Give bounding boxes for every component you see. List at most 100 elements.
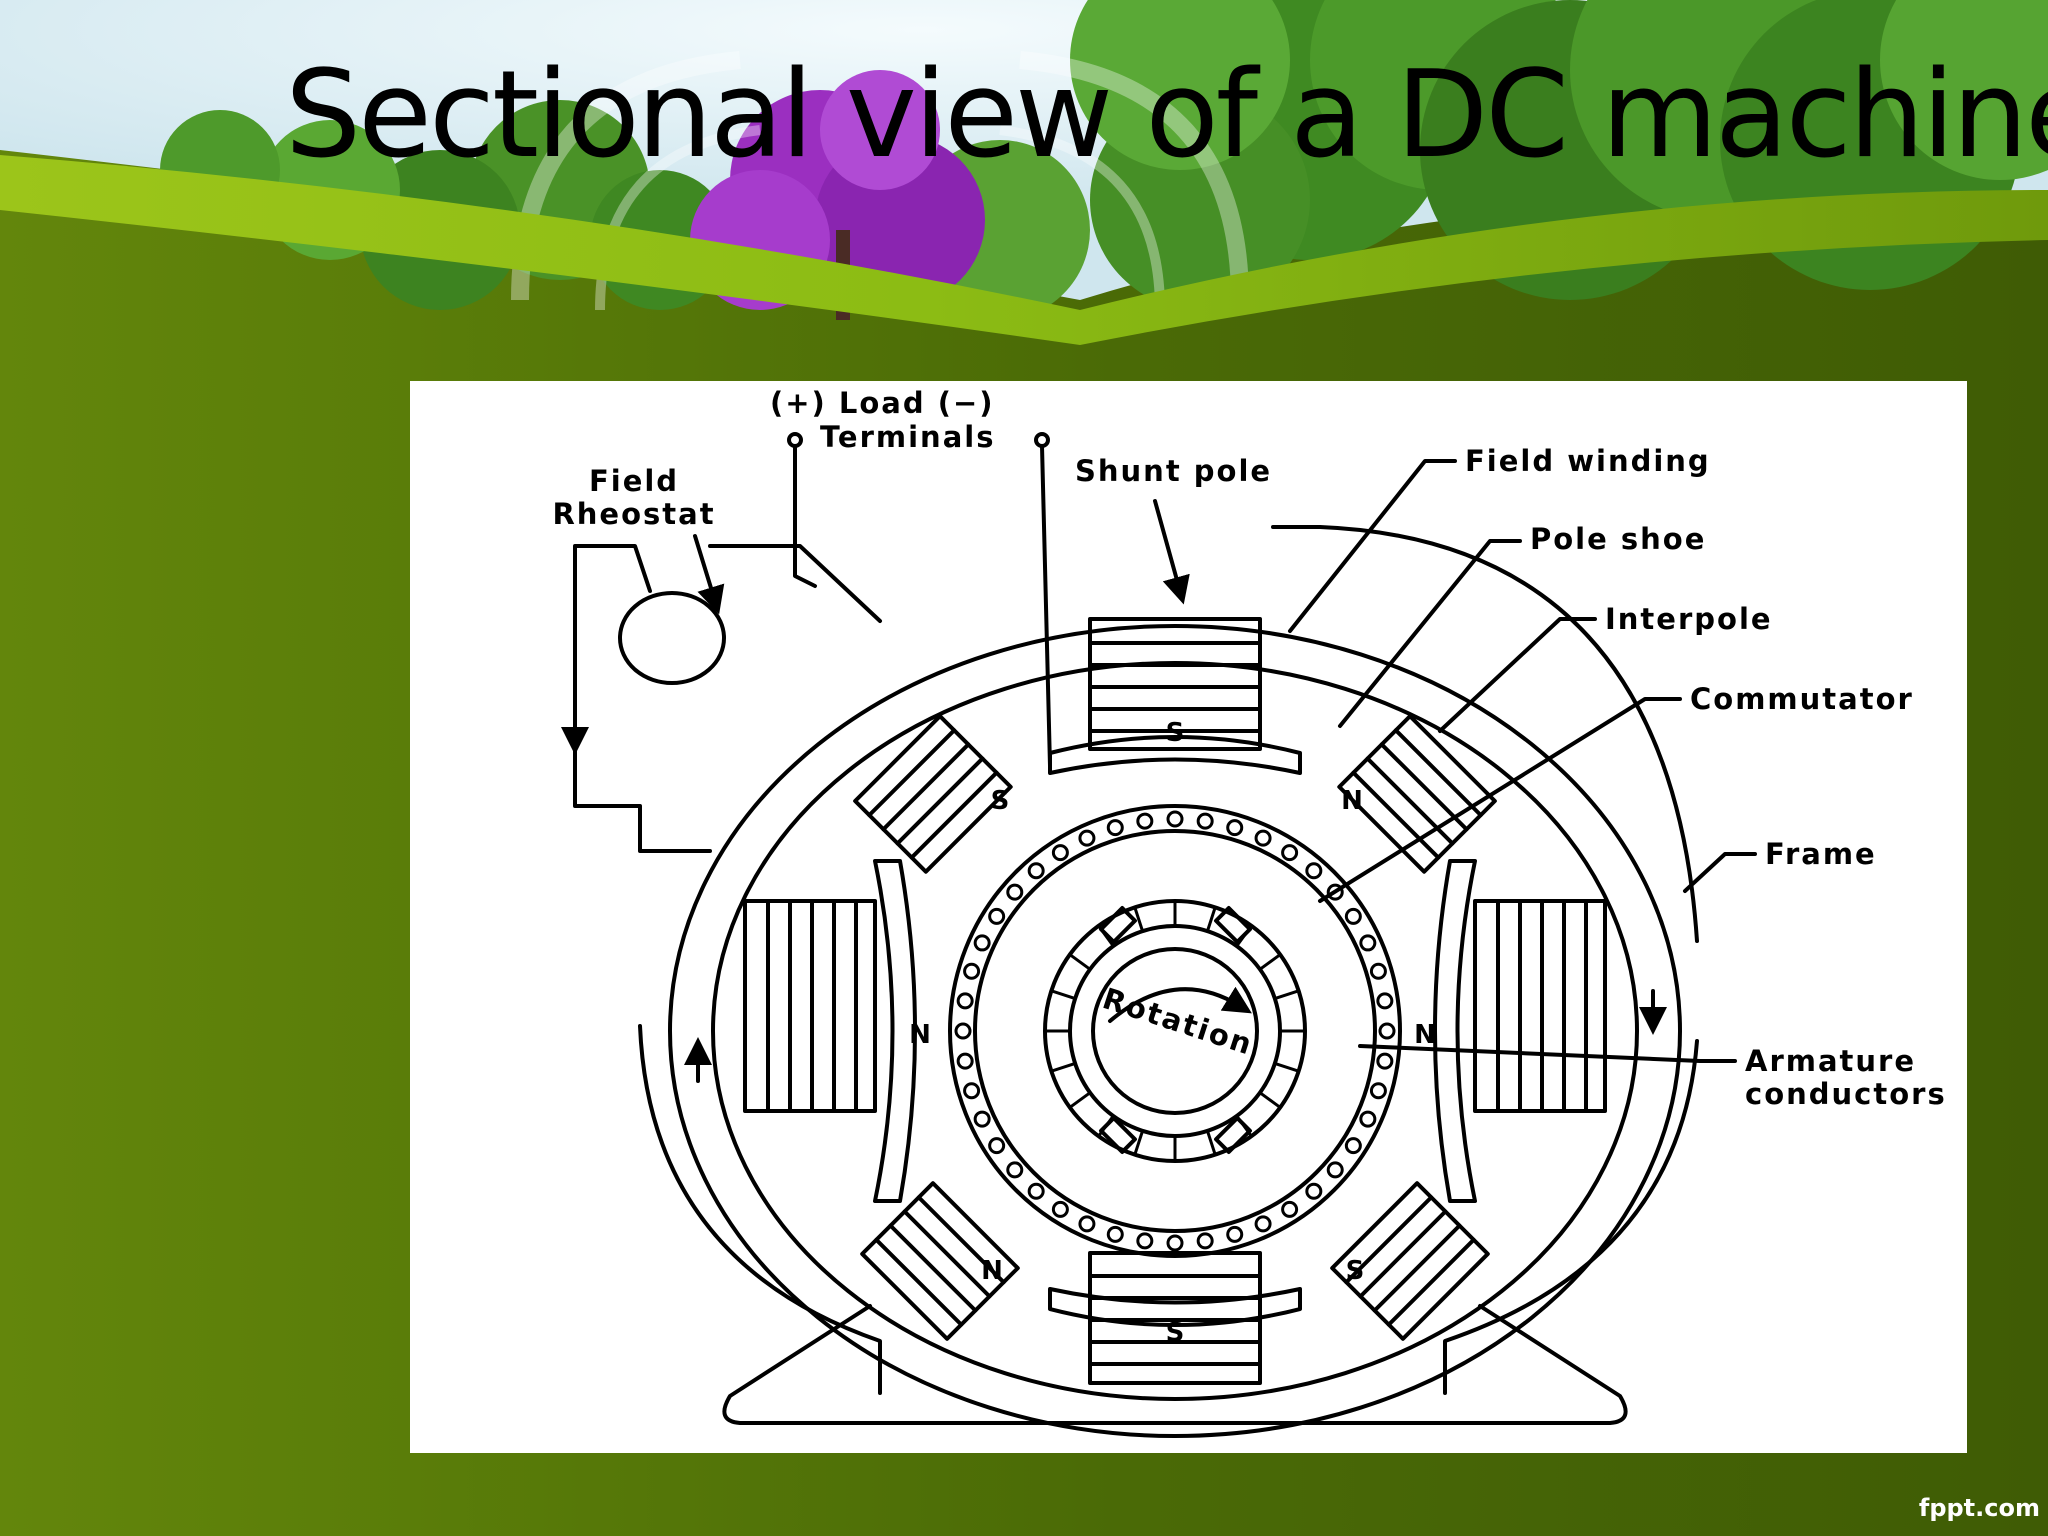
armature-conductor (1359, 934, 1377, 952)
armature-conductors (954, 810, 1396, 1252)
pole-label-right: N (1414, 1020, 1436, 1050)
armature-conductor (1376, 1052, 1394, 1070)
commutator-segment (1068, 953, 1091, 971)
label-rotation: Rotation (1099, 981, 1258, 1062)
armature-conductor (988, 907, 1006, 925)
armature-conductor (1136, 812, 1154, 830)
field-lead-lower-right (1443, 1039, 1699, 1395)
frame-outer (668, 624, 1682, 1438)
label-armature-line1: Armature (1745, 1044, 1916, 1078)
pole-right (1433, 859, 1607, 1203)
commutator-segment (1097, 924, 1115, 947)
shaft (1091, 947, 1259, 1115)
armature-conductor (1106, 819, 1124, 837)
pole-label-interpole-upper-right: N (1341, 786, 1363, 816)
armature-conductor (963, 1082, 981, 1100)
field-lead-upper-right (1271, 525, 1699, 943)
armature-conductor (954, 1022, 972, 1040)
armature-conductor (1305, 1182, 1323, 1200)
armature-conductor (1305, 862, 1323, 880)
armature-conductor (1254, 1215, 1272, 1233)
armature-conductor (1344, 907, 1362, 925)
armature-conductor (1078, 829, 1096, 847)
commutator-segment (1133, 1130, 1144, 1156)
label-load-terminals-top: (+) Load (−) (770, 386, 995, 420)
armature-conductor (1027, 1182, 1045, 1200)
armature-conductor (988, 1137, 1006, 1155)
armature-conductor (956, 992, 974, 1010)
armature-conductor (1281, 1200, 1299, 1218)
dc-machine-diagram: (+) Load (−) Terminals Field Rheostat Sh… (552, 386, 1947, 1438)
pole-label-interpole-lower-left: N (981, 1256, 1003, 1286)
armature-conductor (1226, 1225, 1244, 1243)
armature-outer (948, 804, 1402, 1258)
commutator-segment (1068, 1091, 1091, 1109)
commutator-segment (1259, 953, 1282, 971)
armature-conductor (963, 962, 981, 980)
label-armature-line2: conductors (1745, 1077, 1947, 1111)
armature-conductor (1369, 962, 1387, 980)
pole-label-left: N (909, 1020, 931, 1050)
commutator-segment (1133, 906, 1144, 932)
label-commutator: Commutator (1690, 682, 1914, 716)
armature-inner (973, 829, 1377, 1233)
machine-base (722, 1304, 1628, 1425)
brush-bottom-left (1099, 1116, 1137, 1154)
interpole-lower-right (1330, 1181, 1490, 1341)
armature-conductor (1376, 992, 1394, 1010)
pole-label-interpole-lower-right: S (1346, 1256, 1365, 1286)
interpole-lower-left (860, 1181, 1020, 1341)
commutator-segment (1206, 906, 1217, 932)
green-wave-band (0, 155, 2048, 345)
armature-conductor (956, 1052, 974, 1070)
armature-conductor (1027, 862, 1045, 880)
armature-conductor (1344, 1137, 1362, 1155)
commutator-segment (1235, 1115, 1253, 1138)
armature-conductor (1136, 1232, 1154, 1250)
armature-conductor (1326, 1161, 1344, 1179)
pole-label-bottom: S (1166, 1318, 1185, 1348)
label-field-winding: Field winding (1465, 444, 1711, 478)
commutator-segments (1045, 901, 1305, 1161)
rheostat-circuit-top (708, 544, 882, 623)
armature-conductor (1359, 1110, 1377, 1128)
armature-conductor (1166, 810, 1184, 828)
armature-conductor (1078, 1215, 1096, 1233)
label-pole-shoe: Pole shoe (1530, 522, 1706, 556)
armature-conductor (1378, 1022, 1396, 1040)
commutator-segment (1274, 1062, 1300, 1073)
pole-left (743, 859, 917, 1203)
commutator-segment (1050, 1062, 1076, 1073)
commutator-segment (1235, 924, 1253, 947)
commutator-segment (1259, 1091, 1282, 1109)
rotation-arrow (1108, 986, 1252, 1023)
armature-conductor (1226, 819, 1244, 837)
armature-conductor (1006, 883, 1024, 901)
armature-conductor (1281, 844, 1299, 862)
commutator-segment (1274, 989, 1300, 1000)
tree-canopy (160, 0, 2048, 320)
armature-conductor (1254, 829, 1272, 847)
credit-watermark: fppt.com (1918, 1494, 2040, 1522)
commutator-segment (1050, 989, 1076, 1000)
armature-conductor (1196, 812, 1214, 830)
diagram-panel: (+) Load (−) Terminals Field Rheostat Sh… (410, 381, 1967, 1453)
field-rheostat (618, 591, 726, 685)
rheostat-circuit-left (573, 544, 712, 853)
armature-conductor (1051, 1200, 1069, 1218)
armature-conductor (973, 1110, 991, 1128)
pole-bottom (1048, 1251, 1302, 1385)
armature-conductor (1326, 883, 1344, 901)
label-field-rheostat-line1: Field (589, 464, 679, 498)
terminal-negative-lead (1040, 444, 1052, 768)
terminal-positive-lead (793, 444, 817, 588)
armature-conductor (1369, 1082, 1387, 1100)
armature-conductor (973, 934, 991, 952)
pole-top (1048, 617, 1302, 775)
armature-conductor (1106, 1225, 1124, 1243)
armature-conductor (1166, 1234, 1184, 1252)
label-interpole: Interpole (1605, 602, 1773, 636)
field-lead-lower-left (638, 1024, 882, 1395)
armature-conductor (1051, 844, 1069, 862)
